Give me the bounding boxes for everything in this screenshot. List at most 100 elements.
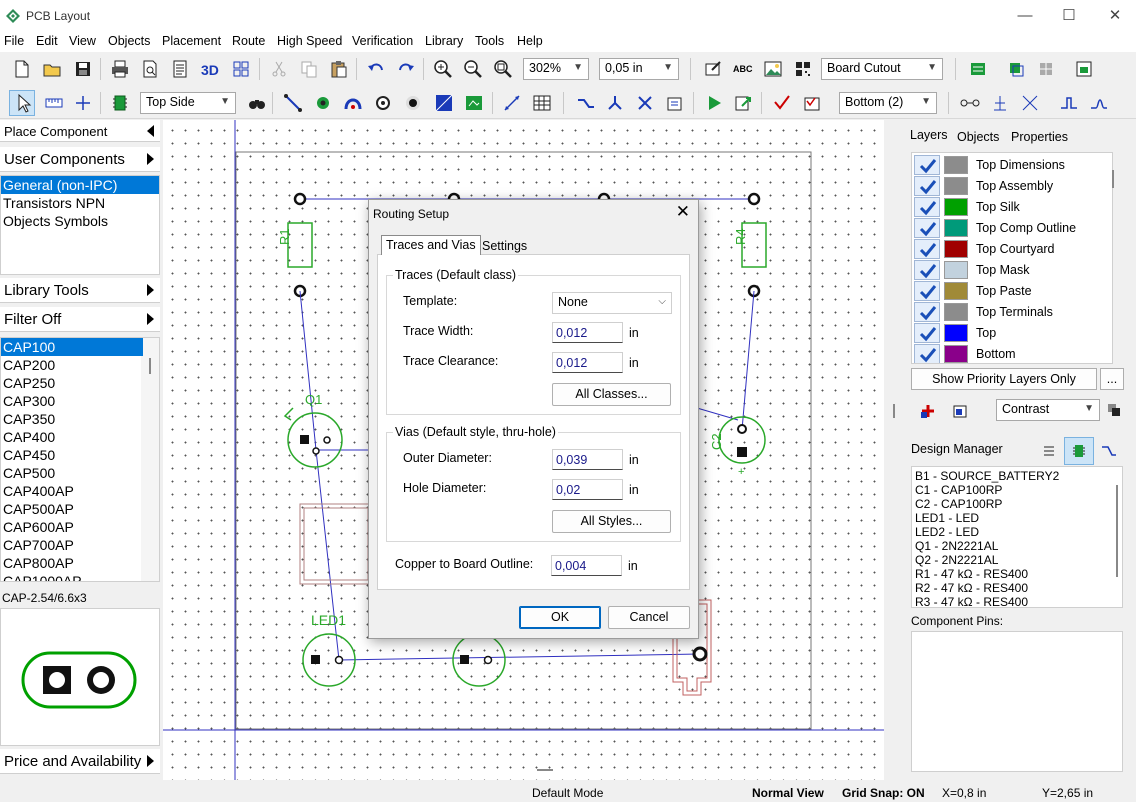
pad-tool-icon[interactable]	[312, 92, 334, 114]
polygon-icon[interactable]	[463, 92, 485, 114]
print-icon[interactable]	[109, 58, 131, 80]
list-item[interactable]: CAP500AP	[3, 501, 74, 517]
all-classes-button[interactable]: All Classes...	[552, 383, 671, 406]
list-item[interactable]: Q2 - 2N2221AL	[915, 553, 999, 567]
net-tree-icon[interactable]	[989, 92, 1011, 114]
properties-icon[interactable]	[702, 58, 724, 80]
net-cross-icon[interactable]	[1019, 92, 1041, 114]
list-item[interactable]: CAP250	[3, 375, 56, 391]
expand-arrow-icon[interactable]	[147, 284, 154, 296]
dimension-icon[interactable]	[501, 92, 523, 114]
close-window-button[interactable]: ✕	[1108, 7, 1122, 24]
list-item[interactable]: LED1 - LED	[915, 511, 980, 525]
menu-high-speed[interactable]: High Speed	[277, 34, 343, 48]
copper-to-outline-input[interactable]: 0,004	[551, 555, 622, 576]
template-select[interactable]: None⌵	[552, 292, 672, 314]
list-item[interactable]: CAP800AP	[3, 555, 74, 571]
menu-verification[interactable]: Verification	[352, 34, 414, 48]
collapse-arrow-icon[interactable]	[147, 125, 154, 137]
list-item[interactable]: C2 - CAP100RP	[915, 497, 1003, 511]
netlist-icon[interactable]	[1005, 58, 1027, 80]
zoom-combo[interactable]: 302%▼	[523, 58, 589, 80]
export-icon[interactable]	[1073, 58, 1095, 80]
menu-placement[interactable]: Placement	[162, 34, 222, 48]
layer-row[interactable]: Bottom	[914, 344, 1110, 363]
list-item[interactable]: B1 - SOURCE_BATTERY2	[915, 469, 1060, 483]
list-item[interactable]: R2 - 47 kΩ - RES400	[915, 581, 1029, 595]
tab-settings[interactable]: Settings	[482, 239, 528, 253]
copy-icon[interactable]	[298, 58, 320, 80]
list-item[interactable]: CAP200	[3, 357, 56, 373]
outer-diameter-input[interactable]: 0,039	[552, 449, 623, 470]
list-item[interactable]: CAP700AP	[3, 537, 74, 553]
canvas-splitter[interactable]	[537, 769, 553, 771]
dm-nets-icon[interactable]	[1100, 443, 1118, 459]
maximize-button[interactable]: ☐	[1062, 7, 1076, 24]
layer-visible-checkbox[interactable]	[914, 323, 940, 343]
layer-color-swatch[interactable]	[944, 219, 968, 237]
crosshair-icon[interactable]	[72, 92, 94, 114]
trace-tool-icon[interactable]	[282, 92, 304, 114]
save-icon[interactable]	[72, 58, 94, 80]
list-item[interactable]: CAP500	[3, 465, 56, 481]
list-item[interactable]: CAP350	[3, 411, 56, 427]
layers-scrollbar[interactable]	[1112, 170, 1114, 188]
list-item[interactable]: CAP300	[3, 393, 56, 409]
layer-color-swatch[interactable]	[944, 345, 968, 363]
list-item[interactable]: CAP400	[3, 429, 56, 445]
route-trace-icon[interactable]	[575, 92, 597, 114]
all-styles-button[interactable]: All Styles...	[552, 510, 671, 533]
list-item[interactable]: CAP1000AP	[3, 573, 82, 582]
undo-icon[interactable]	[365, 58, 387, 80]
open-folder-icon[interactable]	[41, 58, 63, 80]
list-item[interactable]: CAP450	[3, 447, 56, 463]
layer-visible-checkbox[interactable]	[914, 176, 940, 196]
component-icon[interactable]	[109, 92, 131, 114]
3d-view-button[interactable]: 3D	[201, 62, 219, 78]
cut-icon[interactable]	[268, 58, 290, 80]
menu-route[interactable]: Route	[232, 34, 266, 48]
paste-icon[interactable]	[328, 58, 350, 80]
menu-objects[interactable]: Objects	[108, 34, 151, 48]
dm-scrollbar[interactable]	[1116, 485, 1118, 577]
layer-row[interactable]: Top Comp Outline	[914, 218, 1110, 238]
list-item[interactable]: CAP600AP	[3, 519, 74, 535]
library-tools-header[interactable]: Library Tools	[0, 278, 160, 303]
panelize-icon[interactable]	[230, 58, 252, 80]
image-icon[interactable]	[762, 58, 784, 80]
menu-edit[interactable]: Edit	[36, 34, 58, 48]
layer-row[interactable]: Top Paste	[914, 281, 1110, 301]
component-pins-list[interactable]	[911, 631, 1123, 772]
tab-properties[interactable]: Properties	[1011, 130, 1068, 144]
list-item[interactable]: R1 - 47 kΩ - RES400	[915, 567, 1029, 581]
filter-header[interactable]: Filter Off	[0, 307, 160, 332]
menu-help[interactable]: Help	[517, 34, 543, 48]
hole-tool-icon[interactable]	[402, 92, 424, 114]
autoroute-export-icon[interactable]	[732, 92, 754, 114]
expand-arrow-icon[interactable]	[147, 313, 154, 325]
measure-icon[interactable]	[43, 92, 65, 114]
gerber-icon[interactable]	[1035, 58, 1057, 80]
dm-components-toggle[interactable]	[1064, 437, 1094, 465]
add-layer-icon[interactable]	[919, 402, 937, 420]
place-component-header[interactable]: Place Component	[0, 120, 160, 142]
unroute-icon[interactable]	[634, 92, 656, 114]
layer-row[interactable]: Top Mask	[914, 260, 1110, 280]
drc-settings-icon[interactable]	[801, 92, 823, 114]
layer-row[interactable]: Top Courtyard	[914, 239, 1110, 259]
design-manager-list[interactable]: B1 - SOURCE_BATTERY2 C1 - CAP100RP C2 - …	[911, 466, 1123, 608]
scrollbar[interactable]	[141, 338, 159, 581]
layer-row[interactable]: Top	[914, 323, 1110, 343]
layer-row[interactable]: Top Silk	[914, 197, 1110, 217]
redo-icon[interactable]	[395, 58, 417, 80]
arc-tool-icon[interactable]	[342, 92, 364, 114]
show-priority-button[interactable]: Show Priority Layers Only	[911, 368, 1097, 390]
menu-view[interactable]: View	[69, 34, 96, 48]
layer-row[interactable]: Top Terminals	[914, 302, 1110, 322]
layer-visible-checkbox[interactable]	[914, 239, 940, 259]
table-icon[interactable]	[531, 92, 553, 114]
panel-splitter[interactable]	[893, 404, 895, 418]
layer-color-swatch[interactable]	[944, 261, 968, 279]
dialog-close-icon[interactable]: ✕	[675, 202, 690, 221]
list-item[interactable]: C1 - CAP100RP	[915, 483, 1003, 497]
